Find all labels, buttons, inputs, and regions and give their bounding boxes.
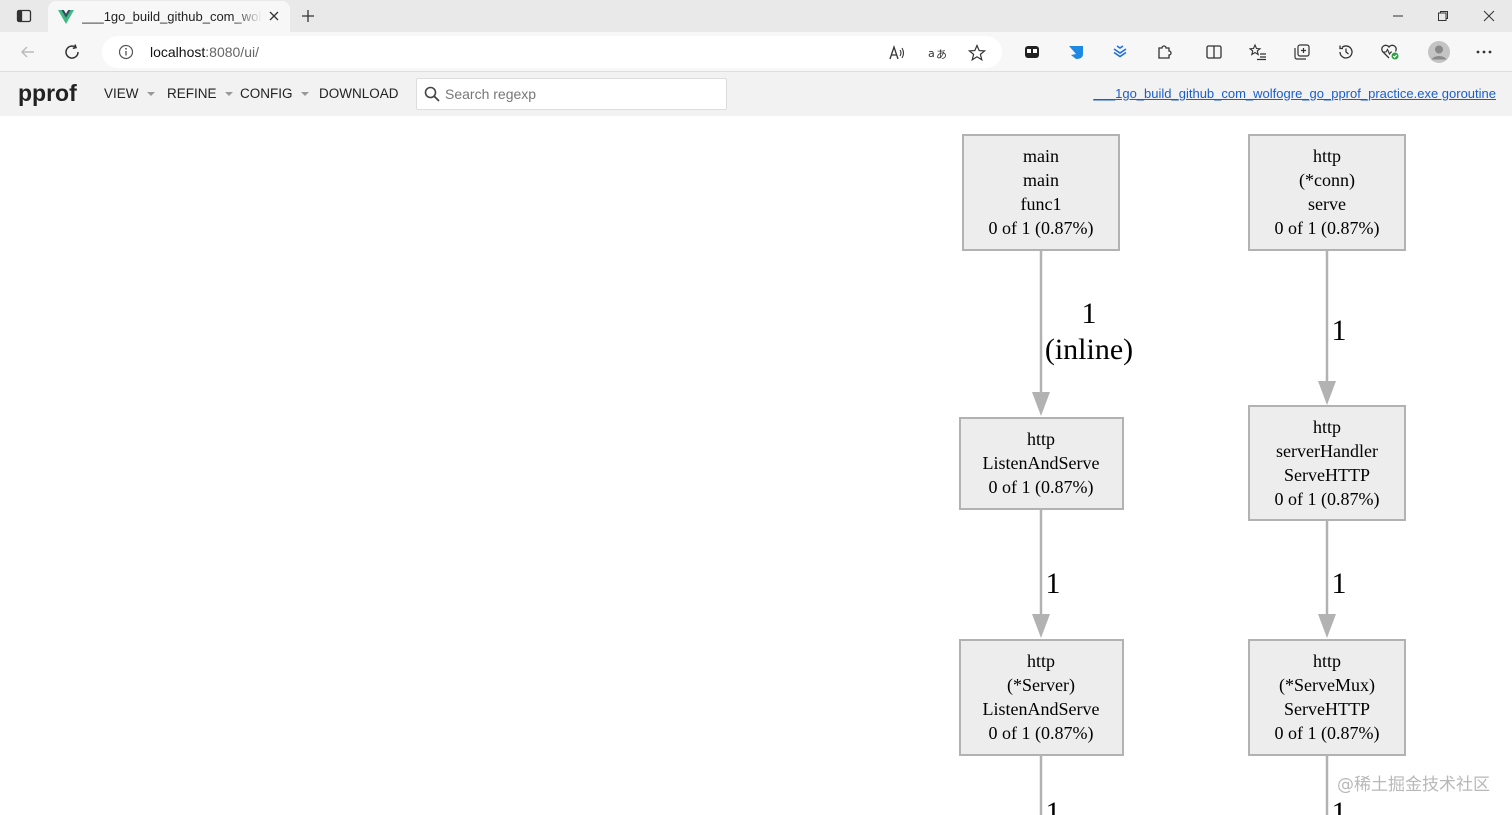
node-label-line: ListenAndServe (983, 453, 1100, 473)
performance-heart-icon[interactable] (1378, 40, 1402, 64)
view-menu[interactable]: VIEW (104, 86, 155, 101)
node-label-line: ServeHTTP (1284, 699, 1370, 719)
edge-label-count: 1 (1332, 796, 1347, 815)
extension-panel-icon[interactable] (1020, 40, 1044, 64)
pprof-header: pprof VIEW REFINE CONFIG DOWNLOAD ___1go… (0, 72, 1512, 116)
edge-label-count: 1 (1332, 314, 1347, 347)
bird-extension-icon[interactable] (1064, 40, 1088, 64)
edge-conn-serve-to-serverhandler[interactable] (1318, 250, 1336, 405)
config-menu-label: CONFIG (240, 86, 293, 101)
node-label-line: http (1027, 429, 1055, 449)
caret-down-icon (146, 91, 155, 96)
close-window-icon[interactable] (1467, 2, 1511, 30)
caret-down-icon (224, 91, 233, 96)
node-http-conn-serve[interactable]: http (*conn) serve 0 of 1 (0.87%) (1248, 134, 1406, 251)
download-menu-label: DOWNLOAD (319, 86, 399, 101)
node-label-line: serverHandler (1276, 441, 1378, 461)
node-http-listenandserve[interactable]: http ListenAndServe 0 of 1 (0.87%) (959, 417, 1124, 510)
refine-menu[interactable]: REFINE (167, 86, 233, 101)
profile-avatar-icon[interactable] (1427, 40, 1451, 64)
edge-serverhandler-to-servemux[interactable] (1318, 520, 1336, 638)
edge-label-count: 1 (1046, 796, 1061, 815)
watermark: @稀土掘金技术社区 (1337, 775, 1490, 795)
search-icon (424, 86, 440, 102)
minimize-icon[interactable] (1376, 2, 1420, 30)
call-graph: 1 (inline) 1 1 1 1 1 main main (0, 116, 1512, 815)
node-label-line: http (1313, 417, 1341, 437)
refresh-icon[interactable] (58, 38, 86, 66)
tab-close-icon[interactable] (266, 8, 282, 24)
node-label-line: func1 (1021, 194, 1062, 214)
split-screen-icon[interactable] (1202, 40, 1226, 64)
node-stat: 0 of 1 (0.87%) (989, 477, 1094, 498)
vue-favicon-icon (58, 9, 74, 24)
node-stat: 0 of 1 (0.87%) (1275, 489, 1380, 510)
favorites-list-icon[interactable] (1246, 40, 1270, 64)
node-label-line: (*ServeMux) (1279, 675, 1375, 696)
caret-down-icon (300, 91, 309, 96)
refine-menu-label: REFINE (167, 86, 217, 101)
profile-name-link[interactable]: ___1go_build_github_com_wolfogre_go_ppro… (1093, 86, 1496, 101)
node-stat: 0 of 1 (0.87%) (989, 723, 1094, 744)
url-host: localhost (150, 44, 206, 60)
read-aloud-icon[interactable] (886, 42, 908, 64)
tab-title: ___1go_build_github_com_wolfogre_go_ppro… (82, 9, 262, 24)
collections-icon[interactable] (1290, 40, 1314, 64)
node-label-line: ListenAndServe (983, 699, 1100, 719)
history-icon[interactable] (1334, 40, 1358, 64)
url-text: localhost:8080/ui/ (150, 44, 259, 60)
search-input[interactable] (445, 86, 715, 102)
config-menu[interactable]: CONFIG (240, 86, 309, 101)
edge-label-count: 1 (1046, 567, 1061, 600)
browser-tab-active[interactable]: ___1go_build_github_com_wolfogre_go_ppro… (48, 1, 290, 32)
node-label-line: (*conn) (1299, 170, 1355, 191)
node-label-line: http (1313, 146, 1341, 166)
tab-actions-icon[interactable] (8, 4, 40, 28)
node-http-serverhandler-servehttp[interactable]: http serverHandler ServeHTTP 0 of 1 (0.8… (1248, 405, 1406, 521)
back-arrow-icon[interactable] (14, 38, 42, 66)
view-menu-label: VIEW (104, 86, 139, 101)
node-label-line: ServeHTTP (1284, 465, 1370, 485)
site-info-icon[interactable] (118, 44, 134, 60)
edge-main-func1-to-listenandserve[interactable] (1032, 250, 1050, 416)
node-main-main-func1[interactable]: main main func1 0 of 1 (0.87%) (962, 134, 1120, 251)
node-http-server-listenandserve[interactable]: http (*Server) ListenAndServe 0 of 1 (0.… (959, 639, 1124, 756)
more-options-icon[interactable] (1472, 40, 1496, 64)
node-http-servemux-servehttp[interactable]: http (*ServeMux) ServeHTTP 0 of 1 (0.87%… (1248, 639, 1406, 756)
node-label-line: http (1027, 651, 1055, 671)
edge-label-inline: (inline) (1045, 333, 1133, 366)
node-label-line: (*Server) (1007, 675, 1075, 696)
restore-icon[interactable] (1421, 2, 1465, 30)
pprof-logo[interactable]: pprof (18, 80, 77, 106)
edge-label-count: 1 (1082, 297, 1097, 330)
new-tab-icon[interactable] (296, 4, 320, 28)
node-label-line: serve (1308, 194, 1346, 214)
extensions-puzzle-icon[interactable] (1152, 40, 1176, 64)
edge-listenandserve-to-server-listenandserve[interactable] (1032, 509, 1050, 638)
svg-text:あ: あ (936, 48, 947, 61)
node-label-line: main (1023, 146, 1059, 166)
download-menu[interactable]: DOWNLOAD (319, 86, 399, 101)
layers-extension-icon[interactable] (1108, 40, 1132, 64)
node-label-line: main (1023, 170, 1059, 190)
edge-label-count: 1 (1332, 567, 1347, 600)
call-graph-svg: 1 (inline) 1 1 1 1 1 main main (959, 134, 1406, 815)
svg-text:a: a (928, 47, 935, 60)
browser-tab-strip: ___1go_build_github_com_wolfogre_go_ppro… (0, 0, 1512, 32)
favorite-star-icon[interactable] (966, 42, 988, 64)
search-box[interactable] (416, 78, 727, 110)
node-stat: 0 of 1 (0.87%) (1275, 723, 1380, 744)
url-path: :8080/ui/ (205, 44, 259, 60)
node-stat: 0 of 1 (0.87%) (989, 218, 1094, 239)
node-stat: 0 of 1 (0.87%) (1275, 218, 1380, 239)
node-label-line: http (1313, 651, 1341, 671)
